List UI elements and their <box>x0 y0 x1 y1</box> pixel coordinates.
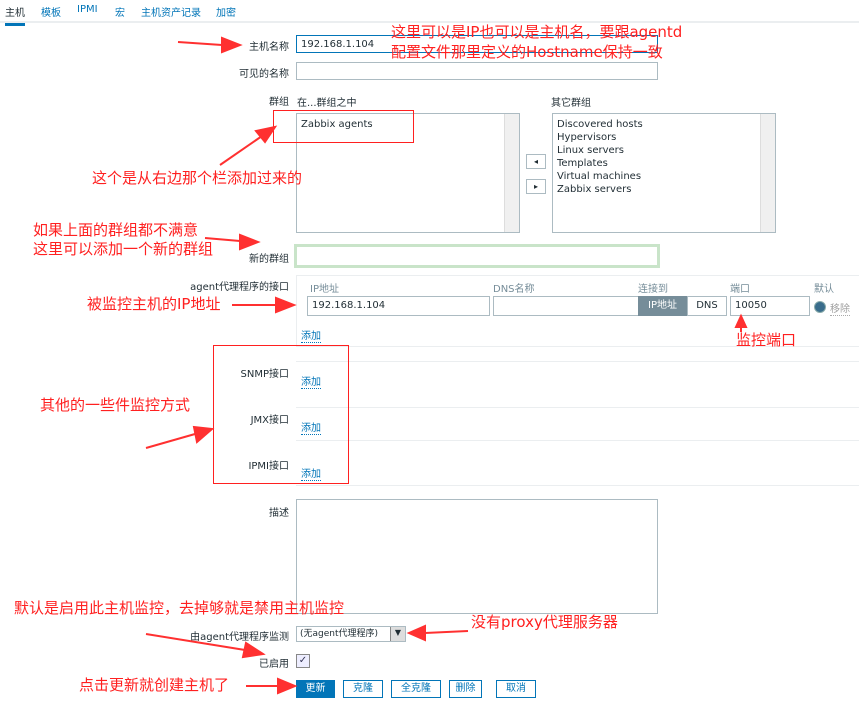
list-item[interactable]: Linux servers <box>557 145 624 156</box>
annotation-text: 默认是启用此主机监控，去掉够就是禁用主机监控 <box>14 599 345 617</box>
annotation-text: 监控端口 <box>736 331 797 349</box>
proxy-label: 由agent代理程序监测 <box>190 632 289 643</box>
list-item[interactable]: Hypervisors <box>557 132 617 143</box>
groups-label: 群组 <box>269 97 289 108</box>
default-radio[interactable] <box>814 301 826 313</box>
tab-inventory[interactable]: 主机资产记录 <box>141 8 201 19</box>
list-item[interactable]: Templates <box>557 158 608 169</box>
list-item[interactable]: Discovered hosts <box>557 119 643 130</box>
dns-header: DNS名称 <box>493 284 535 295</box>
tab-macros[interactable]: 宏 <box>115 8 125 19</box>
annotation-text: 这里可以添加一个新的群组 <box>33 240 214 258</box>
annotation-text: 没有proxy代理服务器 <box>471 613 618 631</box>
snmp-label: SNMP接口 <box>240 369 290 380</box>
agent-interface-panel <box>296 275 859 347</box>
connect-ip-button[interactable]: IP地址 <box>638 296 687 316</box>
list-item[interactable]: Zabbix agents <box>301 119 373 130</box>
annotation-text: 其他的一些件监控方式 <box>40 396 191 414</box>
divider <box>296 440 859 441</box>
new-group-input[interactable] <box>294 244 660 268</box>
description-label: 描述 <box>269 508 289 519</box>
tab-host[interactable]: 主机 <box>5 4 25 26</box>
tab-bar: 主机 模板 IPMI 宏 主机资产记录 加密 <box>0 0 859 26</box>
ip-header: IP地址 <box>310 284 339 295</box>
move-right-button[interactable]: ▸ <box>526 179 546 194</box>
agent-interface-label: agent代理程序的接口 <box>190 282 289 293</box>
default-header: 默认 <box>814 284 834 295</box>
annotation-text: 这里可以是IP也可以是主机名，要跟agentd <box>391 23 683 41</box>
host-name-input[interactable]: 192.168.1.104 <box>296 35 658 53</box>
enabled-label: 已启用 <box>259 659 289 670</box>
visible-name-input[interactable] <box>296 62 658 80</box>
clone-button[interactable]: 克隆 <box>343 680 383 698</box>
annotation-box <box>213 345 349 484</box>
list-item[interactable]: Zabbix servers <box>557 184 632 195</box>
scrollbar[interactable] <box>504 114 519 232</box>
port-input[interactable]: 10050 <box>730 296 810 316</box>
tab-ipmi[interactable]: IPMI <box>77 4 98 15</box>
divider <box>296 407 859 408</box>
cancel-button[interactable]: 取消 <box>496 680 536 698</box>
proxy-select[interactable]: (无agent代理程序) ▼ <box>296 626 406 642</box>
update-button[interactable]: 更新 <box>296 680 335 698</box>
new-group-label: 新的群组 <box>249 254 289 265</box>
other-groups-header: 其它群组 <box>551 98 591 109</box>
add-snmp-link[interactable]: 添加 <box>301 373 321 389</box>
host-name-label: 主机名称 <box>249 42 289 53</box>
other-groups-list[interactable]: Discovered hosts Hypervisors Linux serve… <box>552 113 776 233</box>
annotation-text: 点击更新就创建主机了 <box>79 676 230 694</box>
add-ipmi-link[interactable]: 添加 <box>301 465 321 481</box>
add-jmx-link[interactable]: 添加 <box>301 419 321 435</box>
connect-header: 连接到 <box>638 284 668 295</box>
annotation-text: 这个是从右边那个栏添加过来的 <box>92 169 303 187</box>
ipmi-label: IPMI接口 <box>248 461 289 472</box>
annotation-text: 被监控主机的IP地址 <box>87 295 221 313</box>
description-textarea[interactable] <box>296 499 658 614</box>
divider <box>296 361 859 362</box>
annotation-text: 如果上面的群组都不满意 <box>33 221 199 239</box>
ip-input[interactable]: 192.168.1.104 <box>307 296 490 316</box>
add-agent-interface-link[interactable]: 添加 <box>301 327 321 343</box>
delete-button[interactable]: 删除 <box>449 680 482 698</box>
port-header: 端口 <box>730 284 750 295</box>
enabled-checkbox[interactable]: ✓ <box>296 654 310 668</box>
tab-templates[interactable]: 模板 <box>41 8 61 19</box>
jmx-label: JMX接口 <box>250 415 289 426</box>
in-groups-header: 在...群组之中 <box>297 98 357 109</box>
divider <box>296 485 859 486</box>
connect-dns-button[interactable]: DNS <box>687 296 727 316</box>
move-left-button[interactable]: ◂ <box>526 154 546 169</box>
proxy-select-value: (无agent代理程序) <box>300 629 379 639</box>
tab-encryption[interactable]: 加密 <box>216 8 236 19</box>
remove-link[interactable]: 移除 <box>830 300 850 316</box>
scrollbar[interactable] <box>760 114 775 232</box>
chevron-down-icon[interactable]: ▼ <box>390 627 405 641</box>
full-clone-button[interactable]: 全克隆 <box>391 680 441 698</box>
visible-name-label: 可见的名称 <box>239 69 289 80</box>
annotation-text: 配置文件那里定义的Hostname保持一致 <box>391 43 663 61</box>
list-item[interactable]: Virtual machines <box>557 171 642 182</box>
in-groups-list[interactable]: Zabbix agents <box>296 113 520 233</box>
